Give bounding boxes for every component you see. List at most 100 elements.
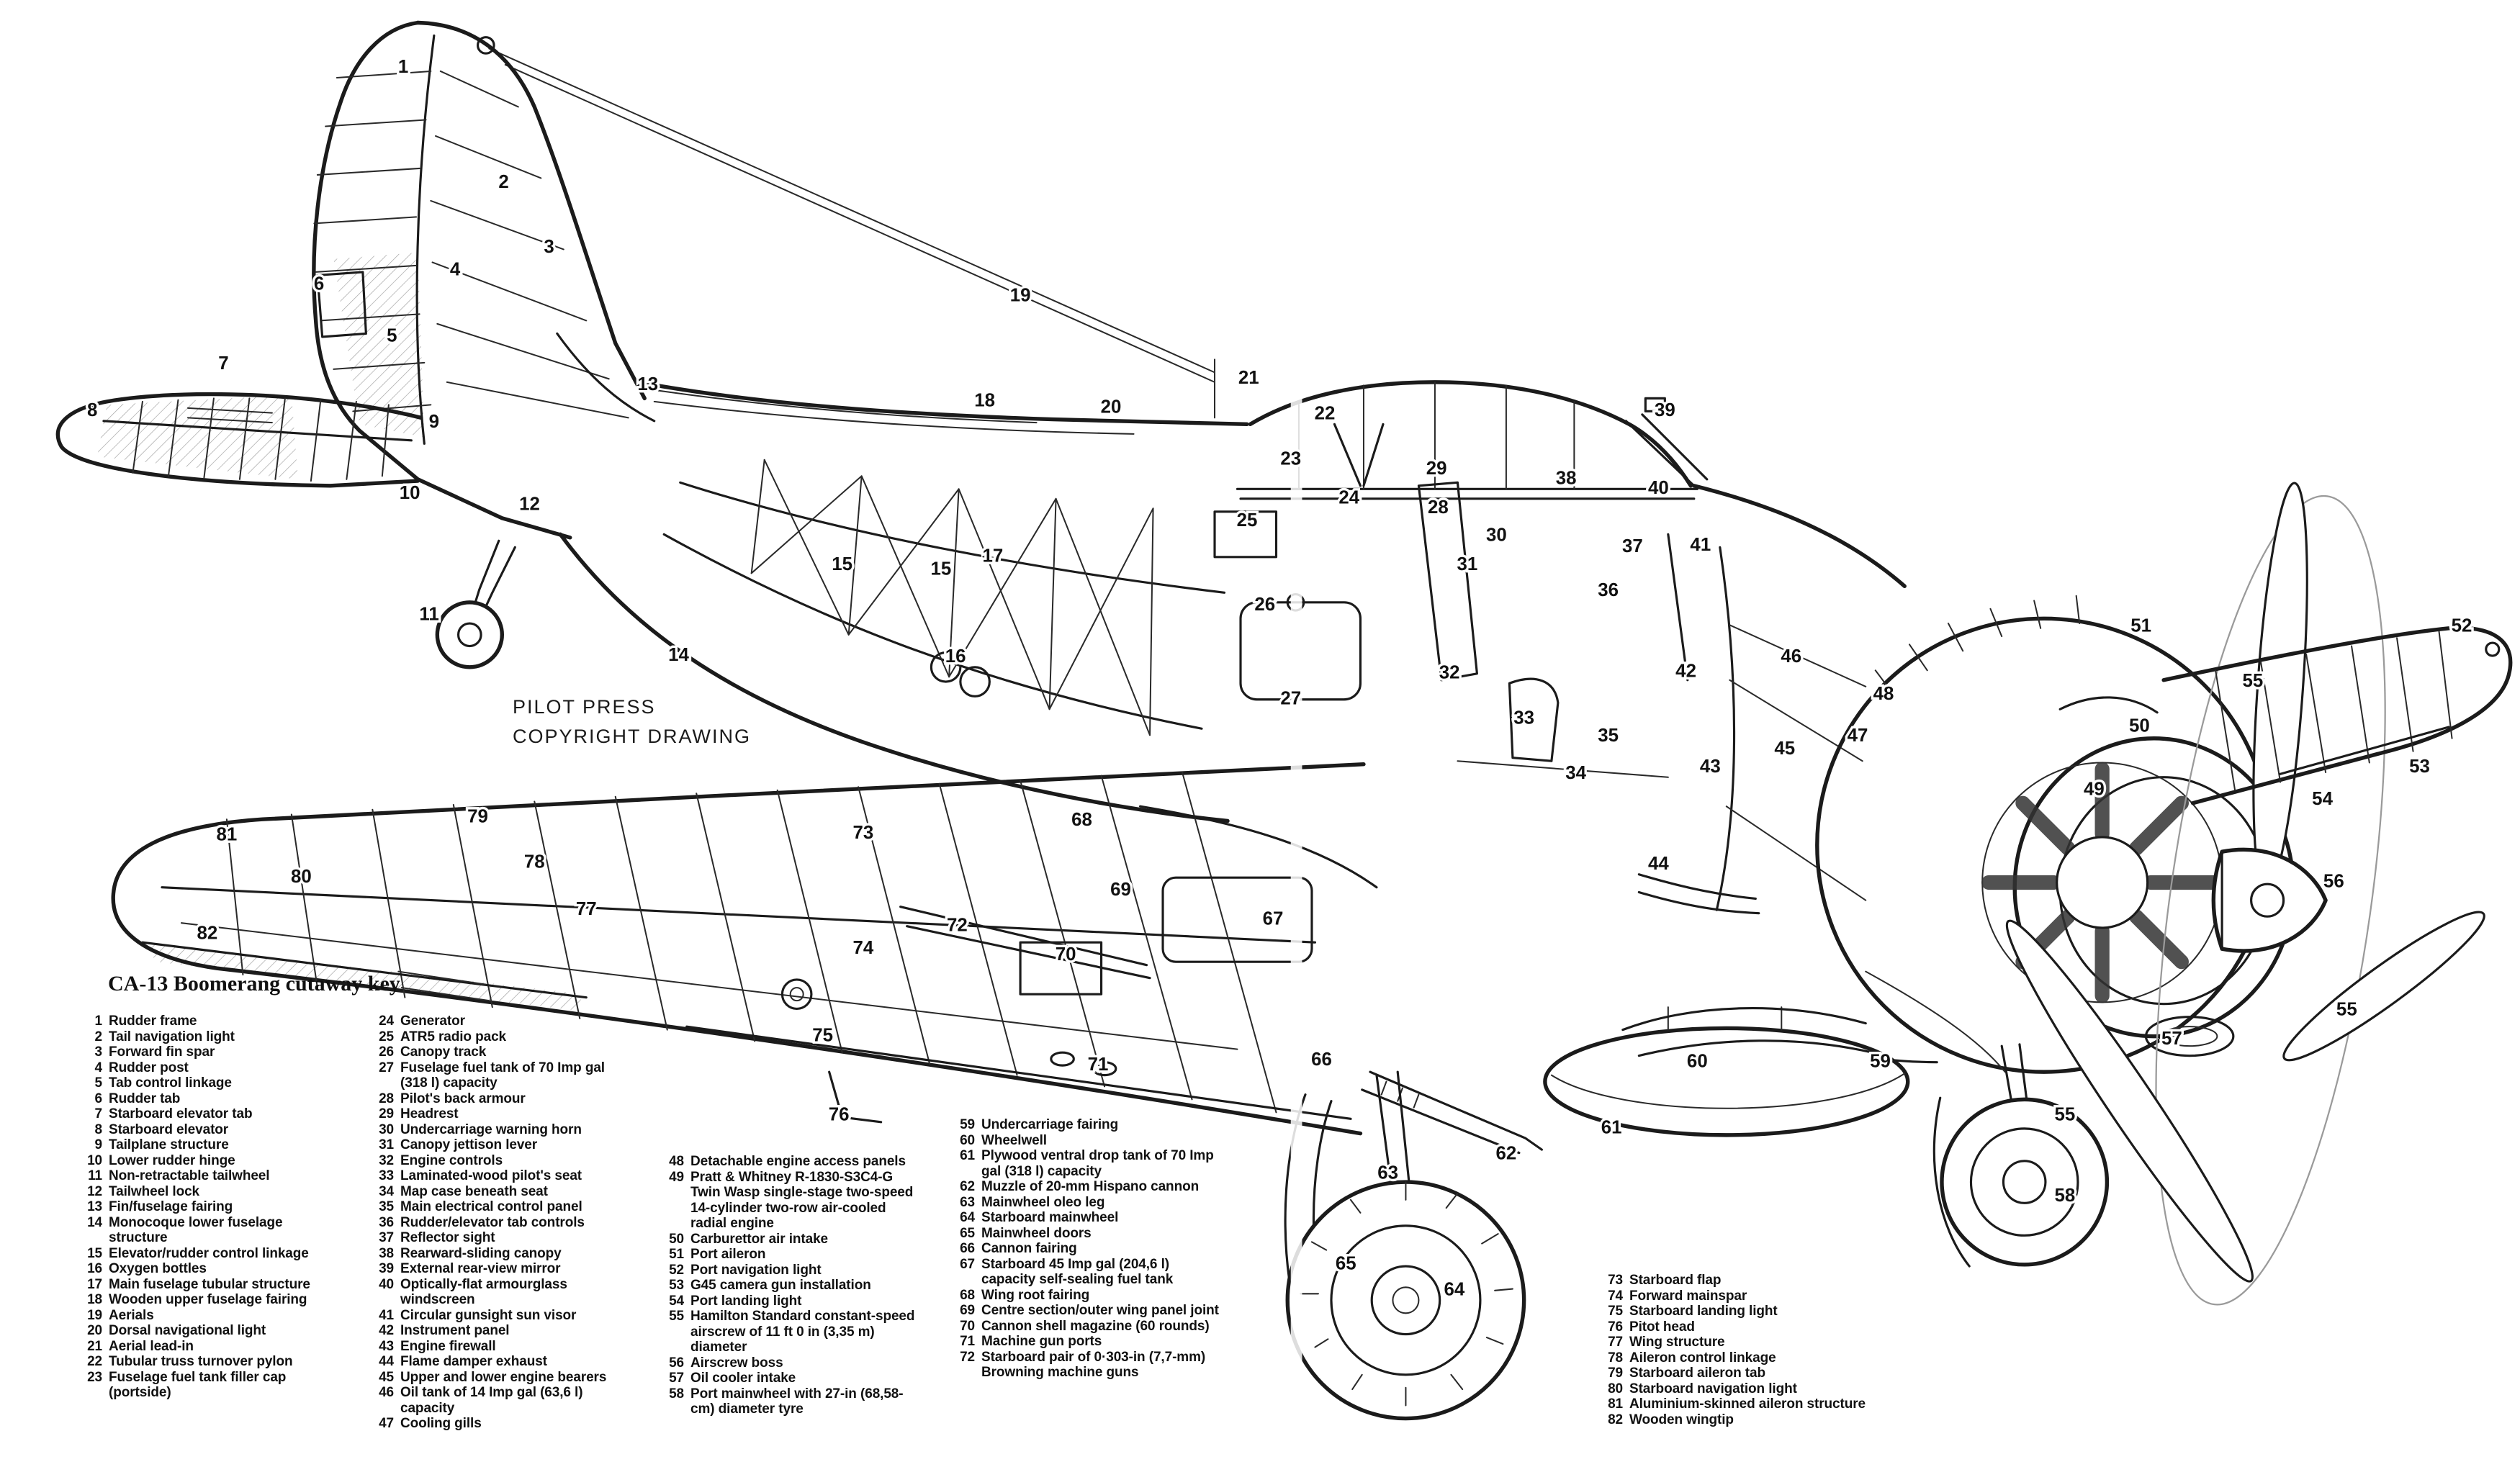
callout-number: 56 <box>2323 872 2344 892</box>
key-item-label: Wooden wingtip <box>1629 1412 1734 1427</box>
wing-fuel-tank <box>1161 876 1313 963</box>
key-item-label: Tail navigation light <box>109 1029 235 1044</box>
drop-tank <box>1543 1006 1910 1137</box>
key-item-label: Upper and lower engine bearers <box>400 1369 607 1385</box>
key-item-number: 70 <box>960 1318 975 1334</box>
callout-number: 10 <box>400 483 420 503</box>
callout-number: 13 <box>637 374 658 394</box>
key-item-label: Main fuselage tubular structure <box>109 1276 310 1292</box>
callout-number: 19 <box>1010 285 1031 305</box>
callout-number: 73 <box>853 823 874 843</box>
key-item: 2 Tail navigation light <box>72 1029 325 1045</box>
callout-number: 70 <box>1056 944 1076 965</box>
key-item-number: 55 <box>669 1309 684 1324</box>
key-item-number: 74 <box>1608 1288 1623 1304</box>
key-item-number: 25 <box>379 1029 394 1044</box>
callout-number: 69 <box>1110 880 1131 900</box>
key-item-number: 15 <box>87 1245 102 1261</box>
airscrew-boss <box>2250 883 2285 918</box>
key-item-number: 2 <box>94 1029 103 1044</box>
key-item-label: Tubular truss turnover pylon <box>109 1354 293 1369</box>
key-item-number: 37 <box>379 1230 394 1245</box>
oxygen-bottle <box>959 666 991 698</box>
key-item-label: Undercarriage warning horn <box>400 1121 582 1137</box>
copyright-line2: COPYRIGHT DRAWING <box>513 725 752 747</box>
starboard-mainwheel <box>1284 1070 1526 1421</box>
callout-number: 63 <box>1377 1163 1398 1183</box>
key-item-number: 4 <box>94 1060 103 1075</box>
key-item-number: 3 <box>94 1044 103 1060</box>
callout-number: 53 <box>2409 757 2430 777</box>
page-seam <box>1290 0 1302 1467</box>
callout-number: 57 <box>2161 1029 2182 1049</box>
callout-number: 12 <box>519 495 540 515</box>
port-mainwheel <box>1932 1043 2110 1268</box>
callout-number: 23 <box>1280 449 1301 469</box>
callout-number: 64 <box>1444 1280 1465 1300</box>
engine-cowling <box>1637 595 2295 1074</box>
key-item-number: 42 <box>379 1323 394 1338</box>
key-item-label: Map case beneath seat <box>400 1183 548 1199</box>
key-item-number: 78 <box>1608 1350 1623 1366</box>
key-item-number: 75 <box>1608 1304 1623 1319</box>
key-item-number: 66 <box>960 1241 975 1256</box>
callout-number: 55 <box>2055 1105 2076 1125</box>
callout-number: 79 <box>467 807 488 827</box>
key-item-number: 50 <box>669 1231 684 1247</box>
callout-number: 40 <box>1648 478 1669 498</box>
key-item-label: Engine controls <box>400 1152 503 1168</box>
key-item-number: 35 <box>379 1199 394 1214</box>
key-item-number: 20 <box>87 1323 102 1338</box>
key-item-number: 54 <box>669 1293 684 1309</box>
key-item-number: 64 <box>960 1210 975 1225</box>
key-item-number: 52 <box>669 1262 684 1278</box>
key-item-number: 33 <box>379 1168 394 1183</box>
propeller-blade <box>2005 919 2254 1283</box>
key-item-number: 27 <box>379 1060 394 1075</box>
callout-number: 49 <box>2084 779 2105 799</box>
key-item-number: 28 <box>379 1091 394 1106</box>
callout-number: 48 <box>1873 684 1894 704</box>
aileron-hinge <box>141 941 588 999</box>
key-item-number: 77 <box>1608 1335 1623 1350</box>
key-item-number: 5 <box>94 1075 103 1091</box>
key-item-label: Cannon shell magazine (60 rounds) <box>981 1318 1210 1334</box>
callout-number: 35 <box>1598 726 1619 746</box>
key-item-label: Generator <box>400 1014 465 1029</box>
key-item-number: 29 <box>379 1106 394 1121</box>
key-item-number: 59 <box>960 1117 975 1132</box>
key-item-number: 41 <box>379 1307 394 1323</box>
engine-firewall <box>1715 546 1736 911</box>
key-item-label: Port landing light <box>690 1293 802 1309</box>
key-item-number: 26 <box>379 1044 394 1060</box>
rear-view-mirror <box>1644 397 1666 412</box>
callout-number: 47 <box>1848 726 1868 746</box>
key-item-label: External rear-view mirror <box>400 1261 561 1276</box>
callout-number: 37 <box>1622 536 1643 556</box>
callout-number: 33 <box>1513 708 1534 728</box>
key-item-number: 13 <box>87 1199 102 1214</box>
key-item-number: 53 <box>669 1278 684 1293</box>
key-item-label: Starboard navigation light <box>1629 1381 1797 1396</box>
pilot-seat <box>1508 677 1560 762</box>
key-item-label: Lower rudder hinge <box>109 1152 235 1168</box>
